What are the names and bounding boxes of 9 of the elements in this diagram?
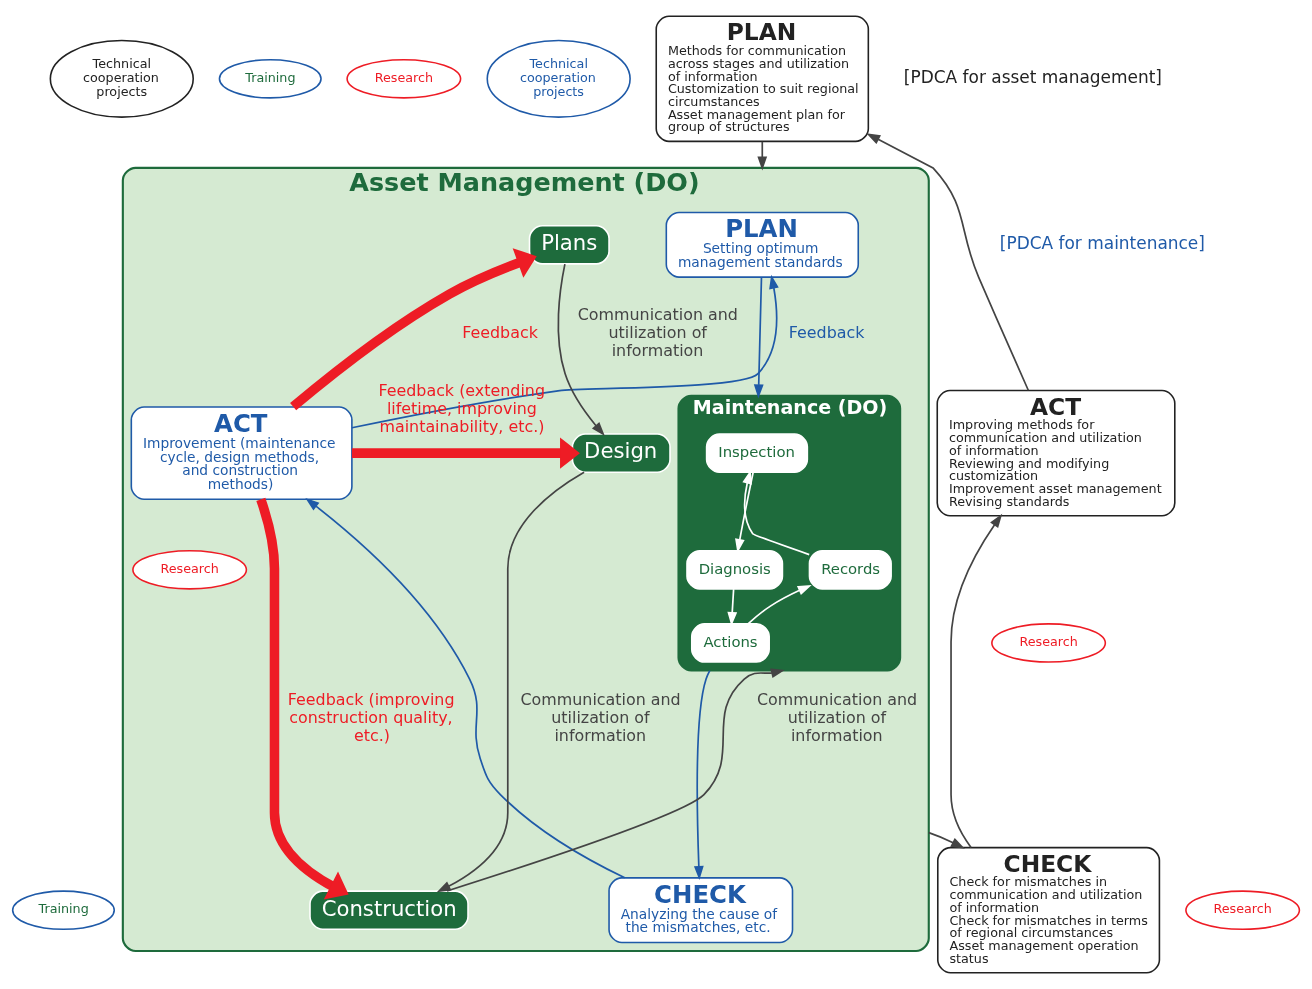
label: [PDCA for maintenance]	[999, 232, 1205, 253]
edge-label: Feedback (extending lifetime, improving maintainability, etc.)	[378, 381, 545, 437]
edge-label: Communication and utilization of information	[756, 690, 918, 746]
edge-label: Communication and utilization of information	[520, 690, 681, 746]
label: [PDCA for asset management]	[903, 66, 1162, 87]
edge-label: Feedback	[788, 323, 865, 343]
edge-label: Feedback	[462, 323, 538, 343]
edge-label: Communication and utilization of information	[577, 305, 738, 361]
edge-label: Feedback (improving construction quality, etc.)	[287, 690, 455, 746]
